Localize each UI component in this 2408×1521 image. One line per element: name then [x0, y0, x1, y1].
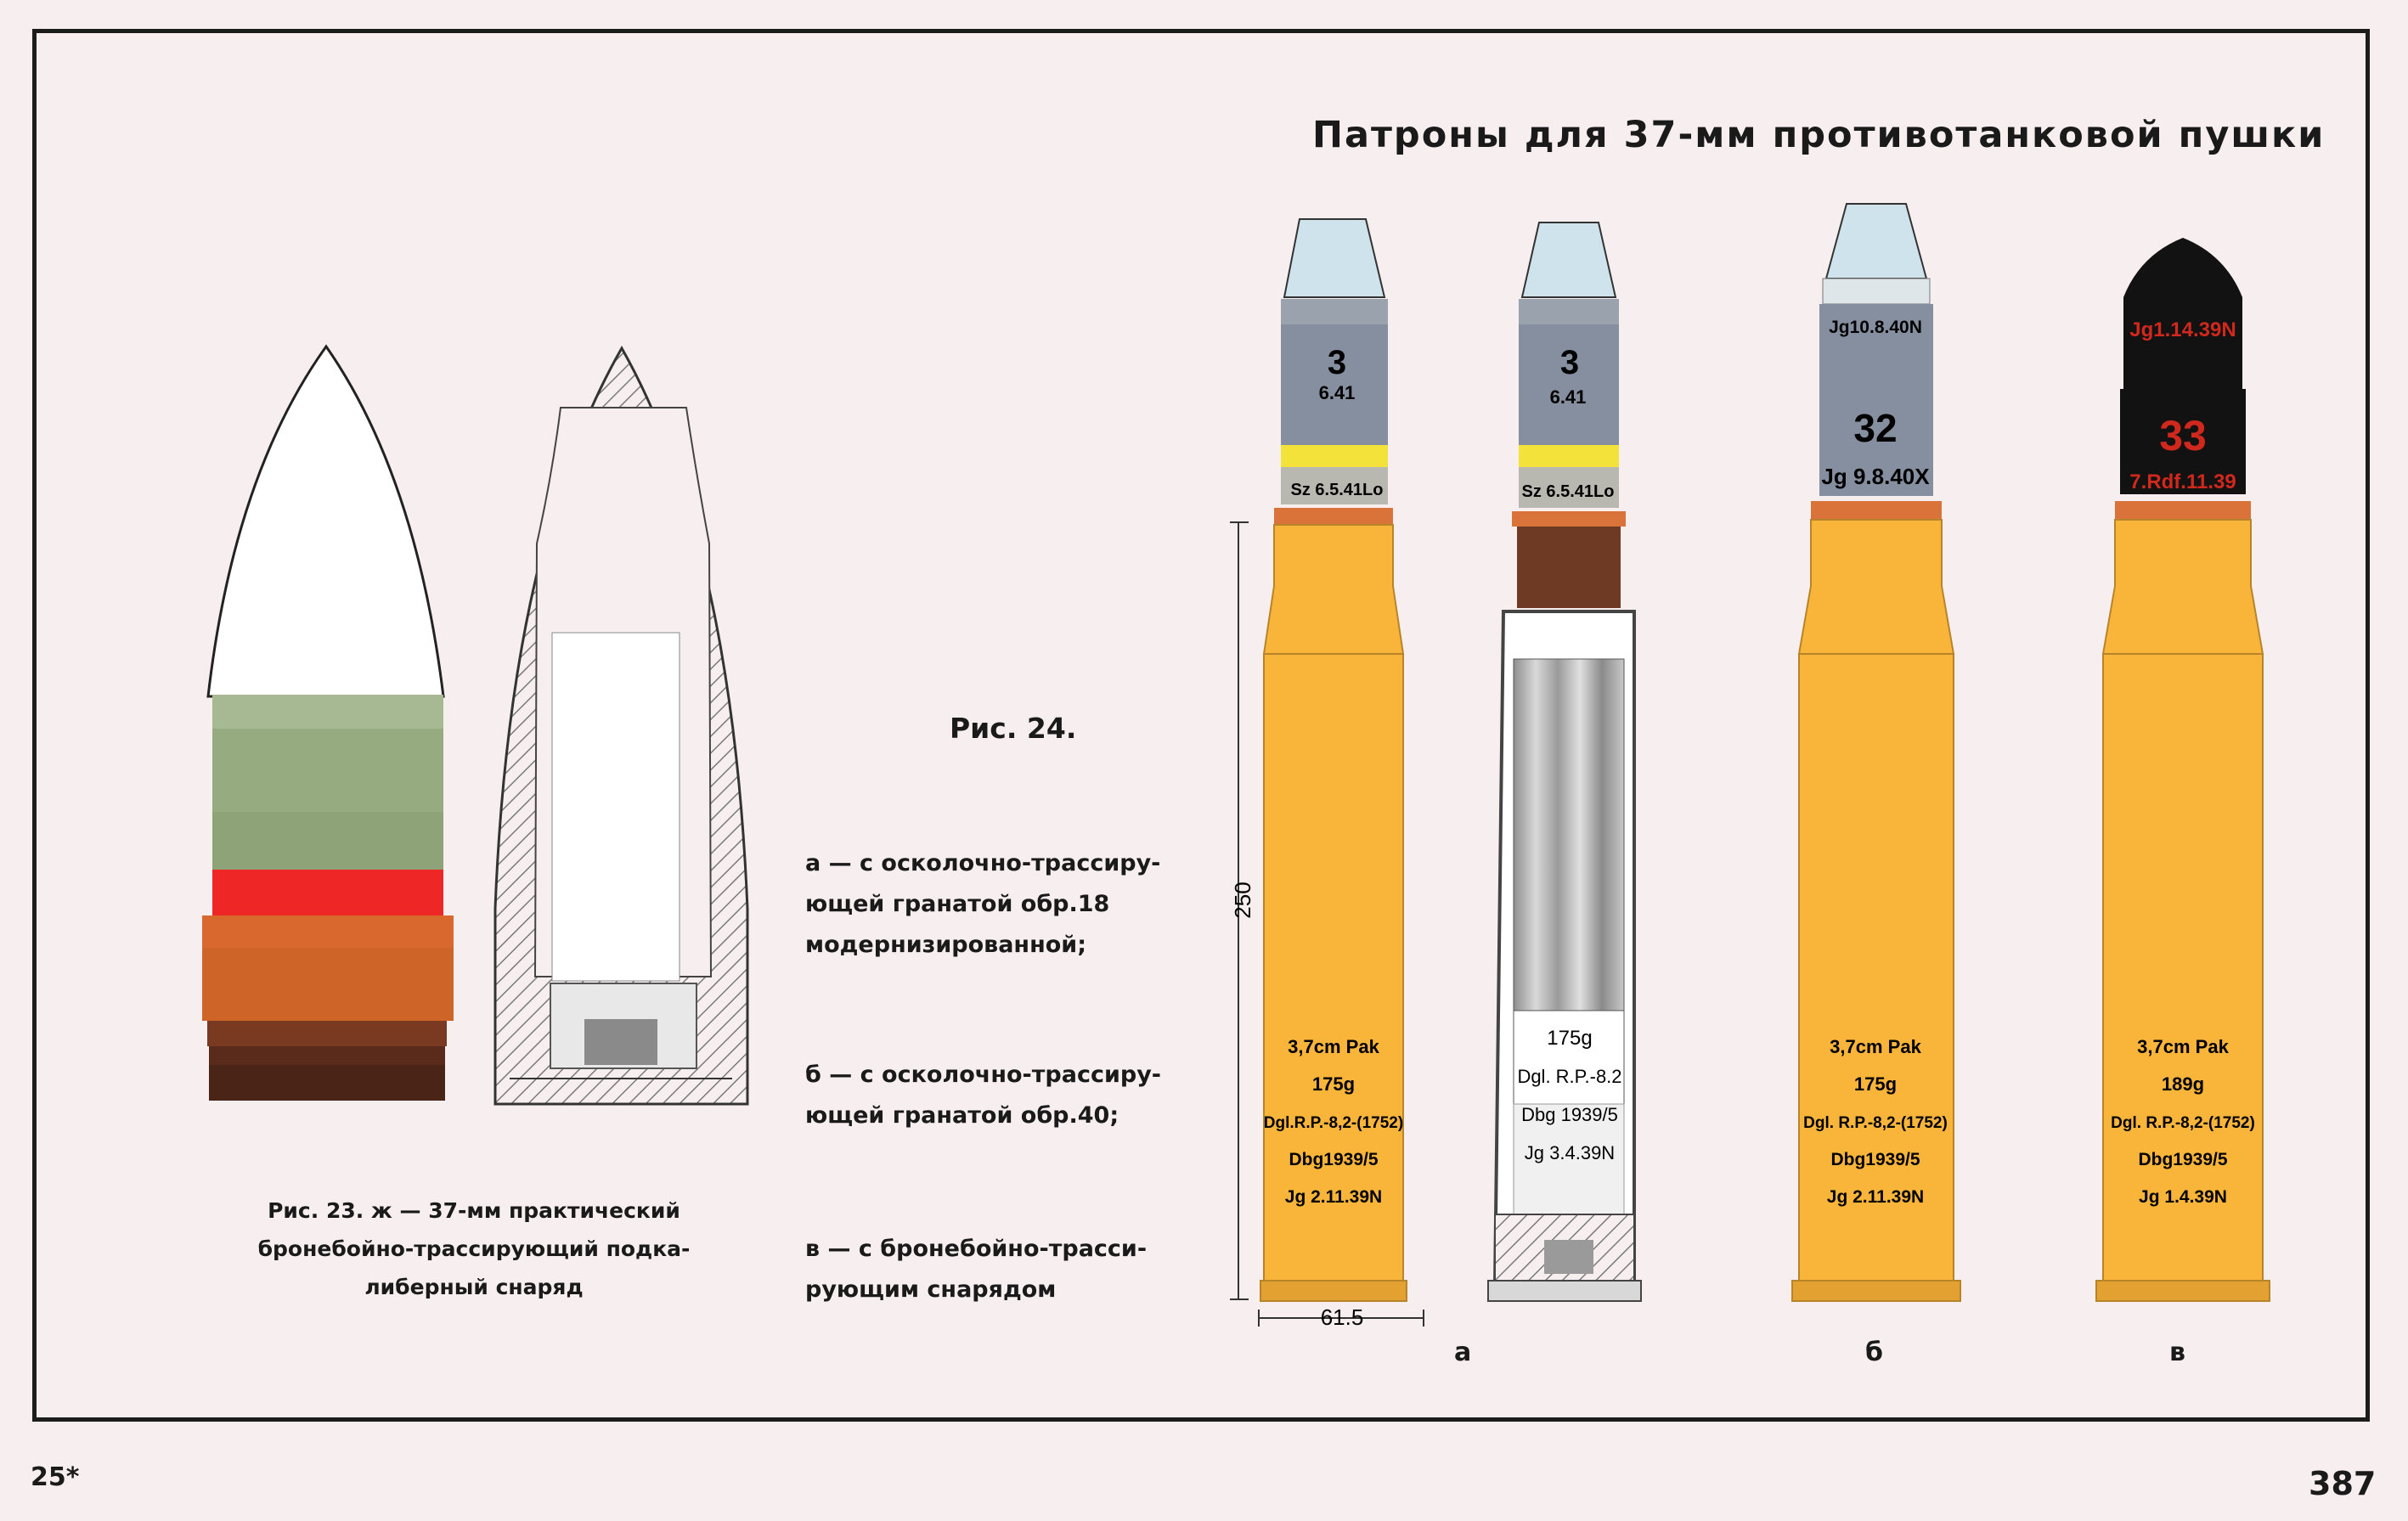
- dimension-width: 61.5: [1321, 1304, 1364, 1330]
- caption-a-line: а — с осколочно-трассиру-: [805, 850, 1161, 876]
- round-a-cut-case-2: Dbg 1939/5: [1521, 1104, 1618, 1125]
- round-v-case-0: 3,7cm Pak: [2137, 1036, 2229, 1057]
- round-label-b: б: [1865, 1338, 1883, 1367]
- round-a-cut-case-1: Dgl. R.P.-8.2: [1517, 1066, 1621, 1087]
- round-v-top2: 7.Rdf.11.39: [2129, 470, 2236, 493]
- round-v-case-4: Jg 1.4.39N: [2139, 1187, 2227, 1207]
- round-b-case-0: 3,7cm Pak: [1830, 1036, 1921, 1057]
- practice-projectile: [202, 344, 454, 1101]
- round-v-case-2: Dgl. R.P.-8,2-(1752): [2111, 1114, 2255, 1132]
- round-v-case-1: 189g: [2162, 1073, 2204, 1095]
- round-a-top2: 6.41: [1319, 382, 1356, 403]
- dimension-lines: [1230, 521, 1424, 1327]
- caption-b: б — с осколочно-трассиру- ющей гранатой …: [805, 1055, 1161, 1136]
- round-v-top: 33: [2159, 412, 2207, 459]
- caption-v-line: в — с бронебойно-трасси-: [805, 1236, 1148, 1262]
- caption-v-line: рующим снарядом: [805, 1276, 1057, 1303]
- caption-a: а — с осколочно-трассиру- ющей гранатой …: [805, 843, 1160, 966]
- round-v: [2095, 238, 2270, 1302]
- round-a-case-3: Dbg1939/5: [1289, 1150, 1378, 1169]
- round-b-case-1: 175g: [1854, 1073, 1897, 1095]
- caption-v: в — с бронебойно-трасси- рующим снарядом: [805, 1229, 1147, 1310]
- round-b-case-4: Jg 2.11.39N: [1827, 1187, 1924, 1207]
- figure-23-line: либерный снаряд: [364, 1275, 584, 1299]
- practice-projectile-section: [493, 345, 749, 1106]
- round-a-cut-top2: 6.41: [1550, 386, 1587, 408]
- round-label-v: в: [2169, 1338, 2185, 1367]
- figure-23-line: Рис. 23. ж — 37-мм практический: [268, 1198, 680, 1223]
- caption-a-line: ющей гранатой обр.18: [805, 891, 1110, 917]
- round-a-case-4: Jg 2.11.39N: [1285, 1187, 1382, 1207]
- round-a-cut-case-3: Jg 3.4.39N: [1525, 1142, 1615, 1163]
- round-a-cut-band: Sz 6.5.41Lo: [1522, 482, 1615, 501]
- figure-24-label: Рис. 24.: [950, 712, 1077, 745]
- page-number: 387: [2309, 1465, 2377, 1502]
- page-title: Патроны для 37-мм противотанковой пушки: [1312, 114, 2326, 156]
- round-b-case-3: Dbg1939/5: [1830, 1150, 1920, 1169]
- page-frame: [32, 29, 2370, 1422]
- round-v-nose: Jg1.14.39N: [2129, 318, 2236, 341]
- round-a-top: 3: [1328, 344, 1346, 381]
- round-a: [1260, 218, 1407, 1302]
- round-b-top: 32: [1853, 406, 1897, 450]
- round-a-band: Sz 6.5.41Lo: [1291, 481, 1384, 499]
- round-a-case-0: 3,7cm Pak: [1288, 1036, 1379, 1057]
- round-b: [1791, 203, 1961, 1302]
- caption-b-line: б — с осколочно-трассиру-: [805, 1062, 1162, 1088]
- dimension-height: 250: [1230, 882, 1255, 918]
- caption-a-line: модернизированной;: [805, 932, 1087, 958]
- round-b-case-2: Dgl. R.P.-8,2-(1752): [1803, 1114, 1948, 1132]
- round-b-top2: Jg 9.8.40X: [1821, 464, 1930, 489]
- figure-23-line: бронебойно-трассирующий подка-: [257, 1237, 691, 1261]
- figure-23-caption: Рис. 23. ж — 37-мм практический бронебой…: [219, 1191, 729, 1306]
- round-b-nose: Jg10.8.40N: [1829, 318, 1922, 337]
- round-label-a: а: [1454, 1338, 1472, 1367]
- caption-b-line: ющей гранатой обр.40;: [805, 1102, 1119, 1129]
- round-a-case-1: 175g: [1312, 1073, 1355, 1095]
- round-a-case-2: Dgl.R.P.-8,2-(1752): [1264, 1114, 1403, 1132]
- round-a-cut-top: 3: [1560, 344, 1579, 381]
- round-a-cut-case-0: 175g: [1547, 1027, 1592, 1050]
- round-a-section: [1487, 222, 1642, 1302]
- round-v-case-3: Dbg1939/5: [2138, 1150, 2227, 1169]
- signature-mark: 25*: [31, 1462, 80, 1492]
